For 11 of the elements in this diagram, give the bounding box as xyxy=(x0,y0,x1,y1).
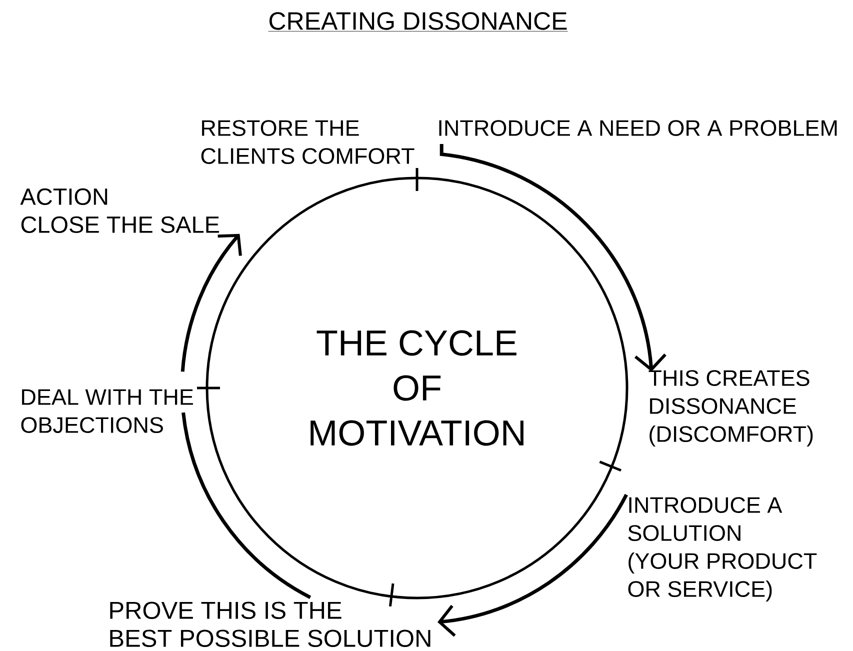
title: CREATING DISSONANCE xyxy=(268,12,568,32)
step-text: PROVE THIS IS THE BEST POSSIBLE SOLUTION xyxy=(110,602,430,648)
curved-arrow xyxy=(440,144,666,372)
step-text: DEAL WITH THE OBJECTIONS xyxy=(21,389,193,434)
curved-arrow xyxy=(438,494,628,637)
step-text: RESTORE THE CLIENTS COMFORT xyxy=(201,120,414,164)
step-text: ACTION CLOSE THE SALE xyxy=(20,188,219,234)
step-text: THIS CREATES DISSONANCE (DISCOMFORT) xyxy=(648,370,813,446)
step-text: INTRODUCE A SOLUTION (YOUR PRODUCT OR SERVICE) xyxy=(628,497,817,602)
step-text: INTRODUCE A NEED OR A PROBLEM xyxy=(439,120,837,136)
curved-arrow xyxy=(180,234,242,372)
